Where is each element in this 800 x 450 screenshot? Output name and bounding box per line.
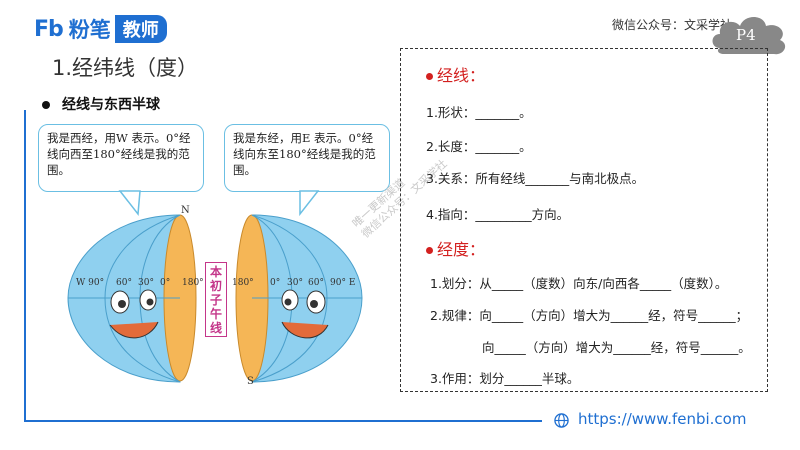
left-accent-line <box>24 110 26 422</box>
sub-title: 经线与东西半球 <box>42 94 160 114</box>
east-deg-label: 180° <box>232 278 254 288</box>
west-hemisphere <box>67 214 197 383</box>
jingdu-title: 经度： <box>437 240 486 259</box>
jingxian-item: 2.长度：_______。 <box>426 139 532 154</box>
west-deg-label: 0° <box>160 278 171 288</box>
east-deg-label: 30° <box>287 278 303 288</box>
footer-accent-line <box>24 420 542 422</box>
speech-bubble-west: 我是西经，用W 表示。0°经线向西至180°经线是我的范围。 <box>38 124 204 192</box>
east-hemisphere <box>235 214 363 383</box>
east-deg-label: 0° <box>270 278 281 288</box>
cloud-icon <box>712 17 786 55</box>
jingxian-heading: 经线： <box>426 62 485 86</box>
jingxian-title: 经线： <box>437 66 486 85</box>
bubble-tail-right <box>299 190 320 217</box>
bubble-tail-left <box>118 190 141 216</box>
section-title: 1.经纬线（度） <box>52 56 199 80</box>
north-pole-label: N <box>181 205 190 216</box>
page-badge: P4 <box>736 26 756 44</box>
jingdu-item: 1.划分：从_____（度数）向东/向西各_____（度数）。 <box>430 276 728 291</box>
bullet-dot <box>42 101 50 109</box>
red-bullet <box>426 73 433 80</box>
jingdu-item: 2.规律：向_____（方向）增大为______经，符号______； <box>430 308 749 323</box>
sub-title-text: 经线与东西半球 <box>62 97 160 113</box>
south-pole-label: S <box>247 376 254 387</box>
west-deg-label: W 90° <box>76 278 105 288</box>
jingxian-item: 1.形状：_______。 <box>426 105 532 120</box>
west-deg-label: 180° <box>182 278 204 288</box>
speech-bubble-east: 我是东经，用E 表示。0°经线向东至180°经线是我的范围。 <box>224 124 390 192</box>
jingdu-item: 向_____（方向）增大为______经，符号______。 <box>482 340 751 355</box>
east-deg-label: 60° <box>308 278 324 288</box>
wechat-account: 微信公众号：文采学社 <box>612 18 733 32</box>
jingdu-heading: 经度： <box>426 236 485 260</box>
logo-text: 粉笔 <box>68 18 111 42</box>
jingxian-item: 3.关系：所有经线_______与南北极点。 <box>426 171 645 186</box>
red-bullet <box>426 247 433 254</box>
prime-meridian-tag: 本初子午线 <box>205 262 227 337</box>
west-deg-label: 30° <box>138 278 154 288</box>
notes-panel <box>400 48 768 392</box>
east-deg-label: 90° E <box>330 278 356 288</box>
jingdu-item: 3.作用：划分______半球。 <box>430 371 580 386</box>
west-deg-label: 60° <box>116 278 132 288</box>
logo-badge: 教师 <box>114 15 167 43</box>
logo-mark: Fb <box>34 16 64 42</box>
brand-logo: Fb 粉笔 教师 <box>34 14 167 44</box>
jingxian-item: 4.指向：_________方向。 <box>426 207 570 222</box>
globe-icon <box>554 413 569 428</box>
footer-url-link[interactable]: https://www.fenbi.com <box>578 410 747 428</box>
